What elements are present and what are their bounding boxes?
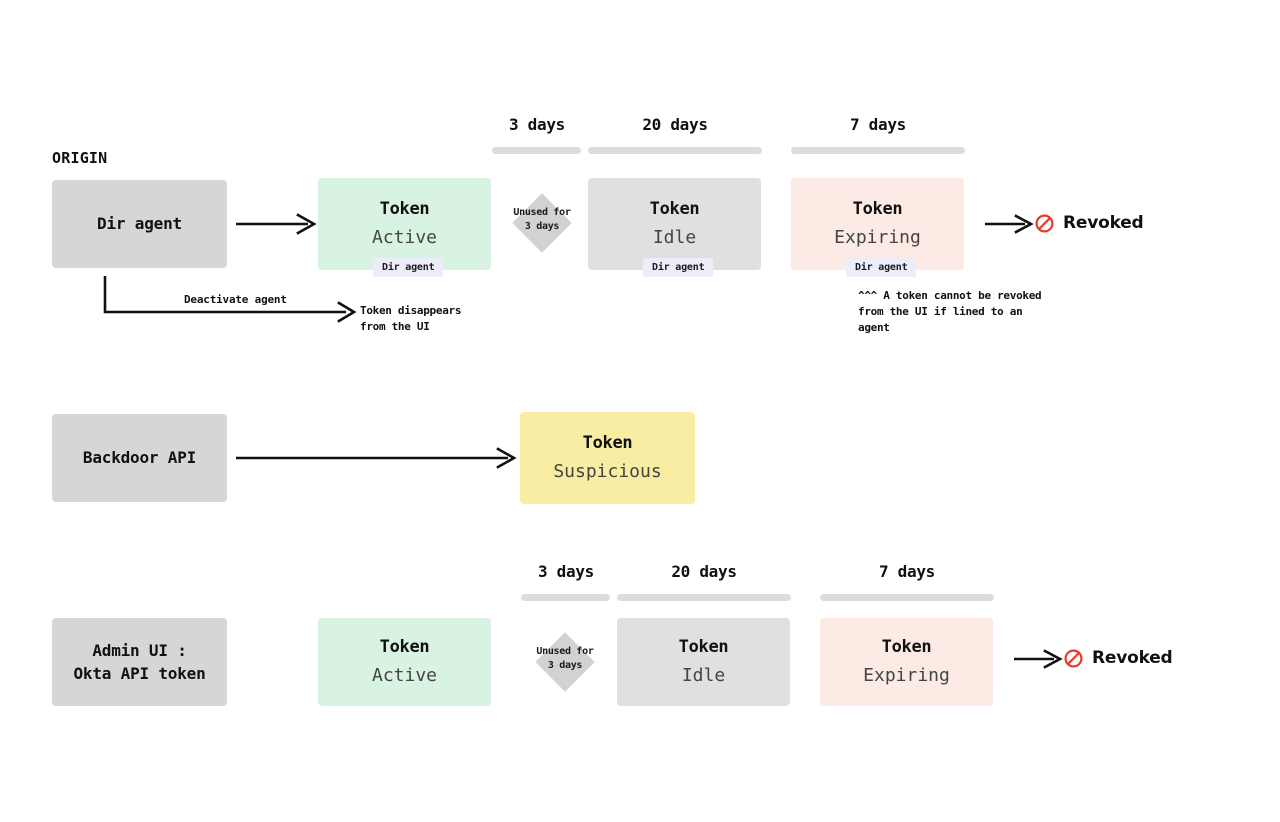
timeline-label-7-days-row3: 7 days: [879, 562, 935, 581]
state-title: Token: [881, 637, 932, 658]
state-status: Suspicious: [553, 460, 662, 482]
state-status: Active: [371, 226, 438, 248]
arrow-backdoor-to-suspicious: [236, 447, 517, 469]
terminal-revoked-row1: Revoked: [1035, 213, 1144, 233]
timeline-label-7-days: 7 days: [850, 115, 906, 134]
no-entry-icon: [1064, 648, 1083, 668]
gate-label: Unused for 3 days: [513, 207, 571, 232]
timeline-bar-7-days: [791, 147, 965, 154]
arrow-source-to-active: [236, 213, 317, 235]
state-title: Token: [649, 199, 700, 220]
state-status: Expiring: [863, 664, 950, 686]
state-title: Token: [852, 199, 903, 220]
state-box-suspicious: Token Suspicious: [520, 412, 695, 504]
timeline-bar-20-days: [588, 147, 762, 154]
agent-badge-idle: Dir agent: [643, 258, 714, 277]
gate-label: Unused for 3 days: [536, 646, 594, 671]
terminal-label: Revoked: [1092, 648, 1173, 668]
terminal-revoked-row3: Revoked: [1064, 648, 1173, 668]
state-status: Idle: [652, 226, 697, 248]
source-box-label: Backdoor API: [82, 448, 197, 468]
source-box-label-line2: Okta API token: [73, 664, 206, 683]
gate-unused-3-days: Unused for 3 days: [509, 190, 575, 256]
timeline-label-3-days-row3: 3 days: [538, 562, 594, 581]
timeline-label-20-days: 20 days: [642, 115, 708, 134]
state-title: Token: [379, 637, 430, 658]
state-box-expiring: Token Expiring: [791, 178, 964, 270]
state-box-active-row3: Token Active: [318, 618, 491, 706]
agent-badge-active: Dir agent: [373, 258, 444, 277]
state-box-active: Token Active: [318, 178, 491, 270]
state-status: Expiring: [834, 226, 921, 248]
state-status: Idle: [681, 664, 726, 686]
state-title: Token: [379, 199, 430, 220]
origin-label: ORIGIN: [52, 149, 108, 167]
timeline-bar-20-days-row3: [617, 594, 791, 601]
gate-unused-3-days-row3: Unused for 3 days: [532, 629, 598, 695]
state-box-expiring-row3: Token Expiring: [820, 618, 993, 706]
timeline-bar-3-days: [492, 147, 581, 154]
timeline-bar-7-days-row3: [820, 594, 994, 601]
no-entry-icon: [1035, 213, 1054, 233]
note-revoke-restriction: ^^^ A token cannot be revoked from the U…: [858, 289, 1042, 334]
state-box-idle-row3: Token Idle: [617, 618, 790, 706]
state-box-idle: Token Idle: [588, 178, 761, 270]
source-box-dir-agent: Dir agent: [52, 180, 227, 268]
timeline-label-20-days-row3: 20 days: [671, 562, 737, 581]
source-box-label: Dir agent: [97, 214, 182, 234]
arrow-deactivate-agent: [103, 276, 357, 323]
state-title: Token: [678, 637, 729, 658]
state-status: Active: [371, 664, 438, 686]
timeline-bar-3-days-row3: [521, 594, 610, 601]
timeline-label-3-days: 3 days: [509, 115, 565, 134]
source-box-backdoor-api: Backdoor API: [52, 414, 227, 502]
source-box-admin-ui: Admin UI : Okta API token: [52, 618, 227, 706]
source-box-label-line1: Admin UI :: [92, 640, 187, 660]
arrow-expiring-to-revoked-row3: [1014, 649, 1063, 669]
edge-label-deactivate-agent: Deactivate agent: [184, 293, 287, 306]
branch-target-token-disappears: Token disappears from the UI: [360, 304, 462, 333]
terminal-label: Revoked: [1063, 213, 1144, 233]
arrow-expiring-to-revoked: [985, 214, 1034, 234]
agent-badge-expiring: Dir agent: [846, 258, 917, 277]
state-title: Token: [582, 433, 633, 454]
